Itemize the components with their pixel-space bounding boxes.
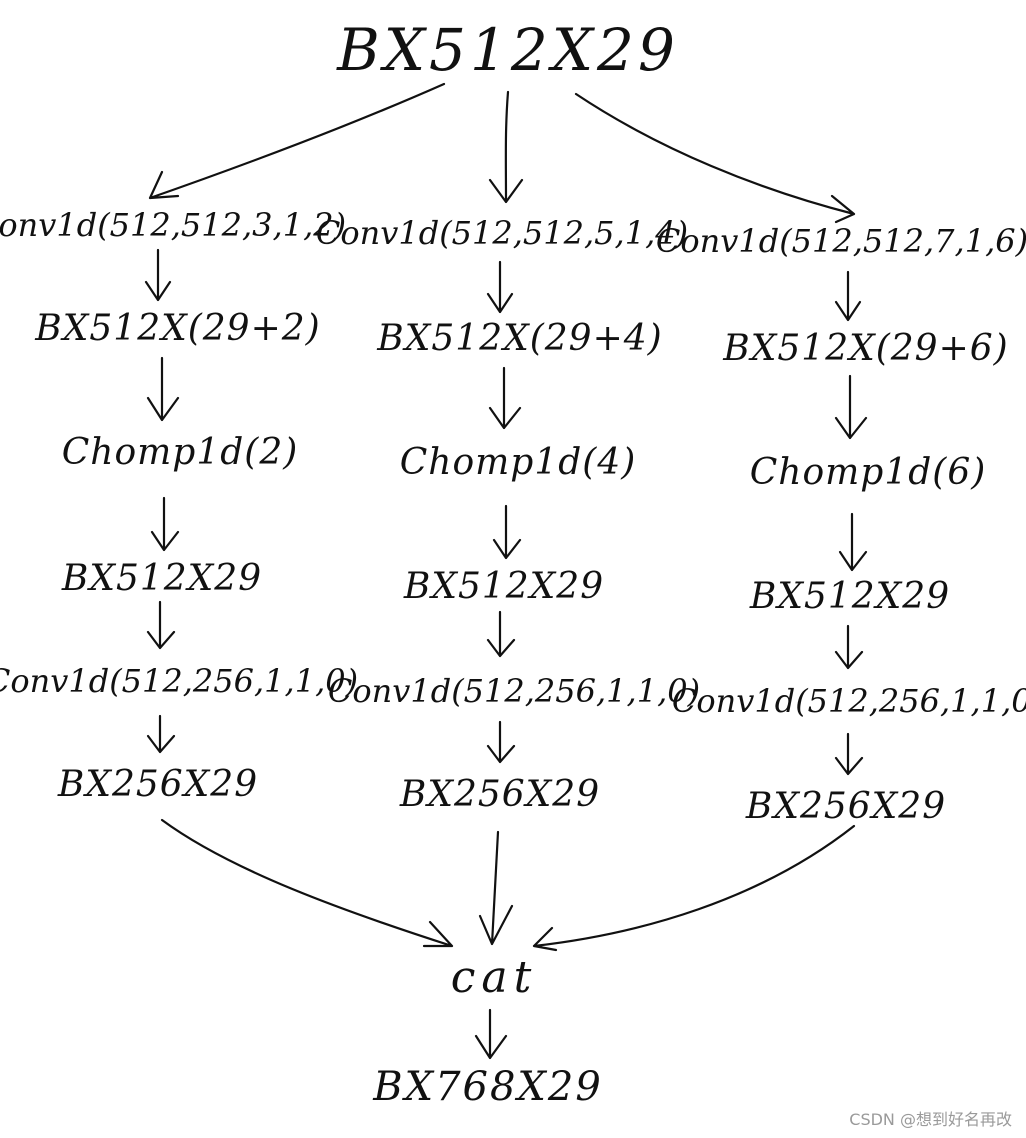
arrow-b2-chomp-to-chomped [492,504,522,560]
arrow-b2-chomped-to-conv2 [486,610,516,658]
arrow-b1-chomped-to-conv2 [146,600,176,650]
branch-2-chomped-label: BX512X29 [403,566,605,607]
branch-1-out-label: BX256X29 [57,764,259,805]
arrow-b1-conv2-to-out [146,714,176,754]
arrow-b2-conv1-to-padded [486,260,514,314]
arrow-b3-chomp-to-chomped [838,512,868,572]
branch-1-conv1-label: Conv1d(512,512,3,1,2) [0,206,347,244]
arrow-input-to-branch-1 [148,82,446,200]
branch-1-padded-label: BX512X(29+2) [35,308,321,349]
arrow-b3-conv2-to-out [834,732,864,776]
arrow-b1-conv1-to-padded [144,248,172,302]
arrow-input-to-branch-3 [574,92,856,224]
input-shape-label: BX512X29 [337,16,679,84]
concat-label: cat [450,952,538,1003]
arrow-b2-padded-to-chomp [488,366,522,430]
arrow-b3-conv1-to-padded [834,270,862,322]
arrow-b2-out-to-cat [478,830,514,946]
branch-2-conv1-label: Conv1d(512,512,5,1,4) [315,214,689,252]
branch-2-padded-label: BX512X(29+4) [377,318,663,359]
branch-3-chomped-label: BX512X29 [749,576,951,617]
branch-2-out-label: BX256X29 [399,774,601,815]
arrow-b3-out-to-cat [532,824,856,952]
branch-3-conv1-label: Conv1d(512,512,7,1,6) [655,222,1026,260]
watermark: CSDN @想到好名再改 [849,1110,1012,1129]
arrow-b1-out-to-cat [160,818,454,948]
branch-2-conv2-label: Conv1d(512,256,1,1,0) [327,672,701,710]
arrow-b3-chomped-to-conv2 [834,624,864,670]
arrow-b2-conv2-to-out [486,720,516,764]
arrow-cat-to-output [474,1008,508,1060]
arrow-input-to-branch-2 [488,90,524,204]
branch-1-chomp-label: Chomp1d(2) [61,432,299,473]
branch-2-chomp-label: Chomp1d(4) [399,442,637,483]
branch-3-chomp-label: Chomp1d(6) [749,452,987,493]
arrow-b1-chomp-to-chomped [150,496,180,552]
branch-1-chomped-label: BX512X29 [61,558,263,599]
branch-3-padded-label: BX512X(29+6) [723,328,1009,369]
branch-3-out-label: BX256X29 [745,786,947,827]
branch-3-conv2-label: Conv1d(512,256,1,1,0) [671,682,1026,720]
arrow-b1-padded-to-chomp [146,356,180,422]
output-shape-label: BX768X29 [373,1064,603,1110]
arrow-b3-padded-to-chomp [834,374,868,440]
branch-1-conv2-label: Conv1d(512,256,1,1,0) [0,662,359,700]
